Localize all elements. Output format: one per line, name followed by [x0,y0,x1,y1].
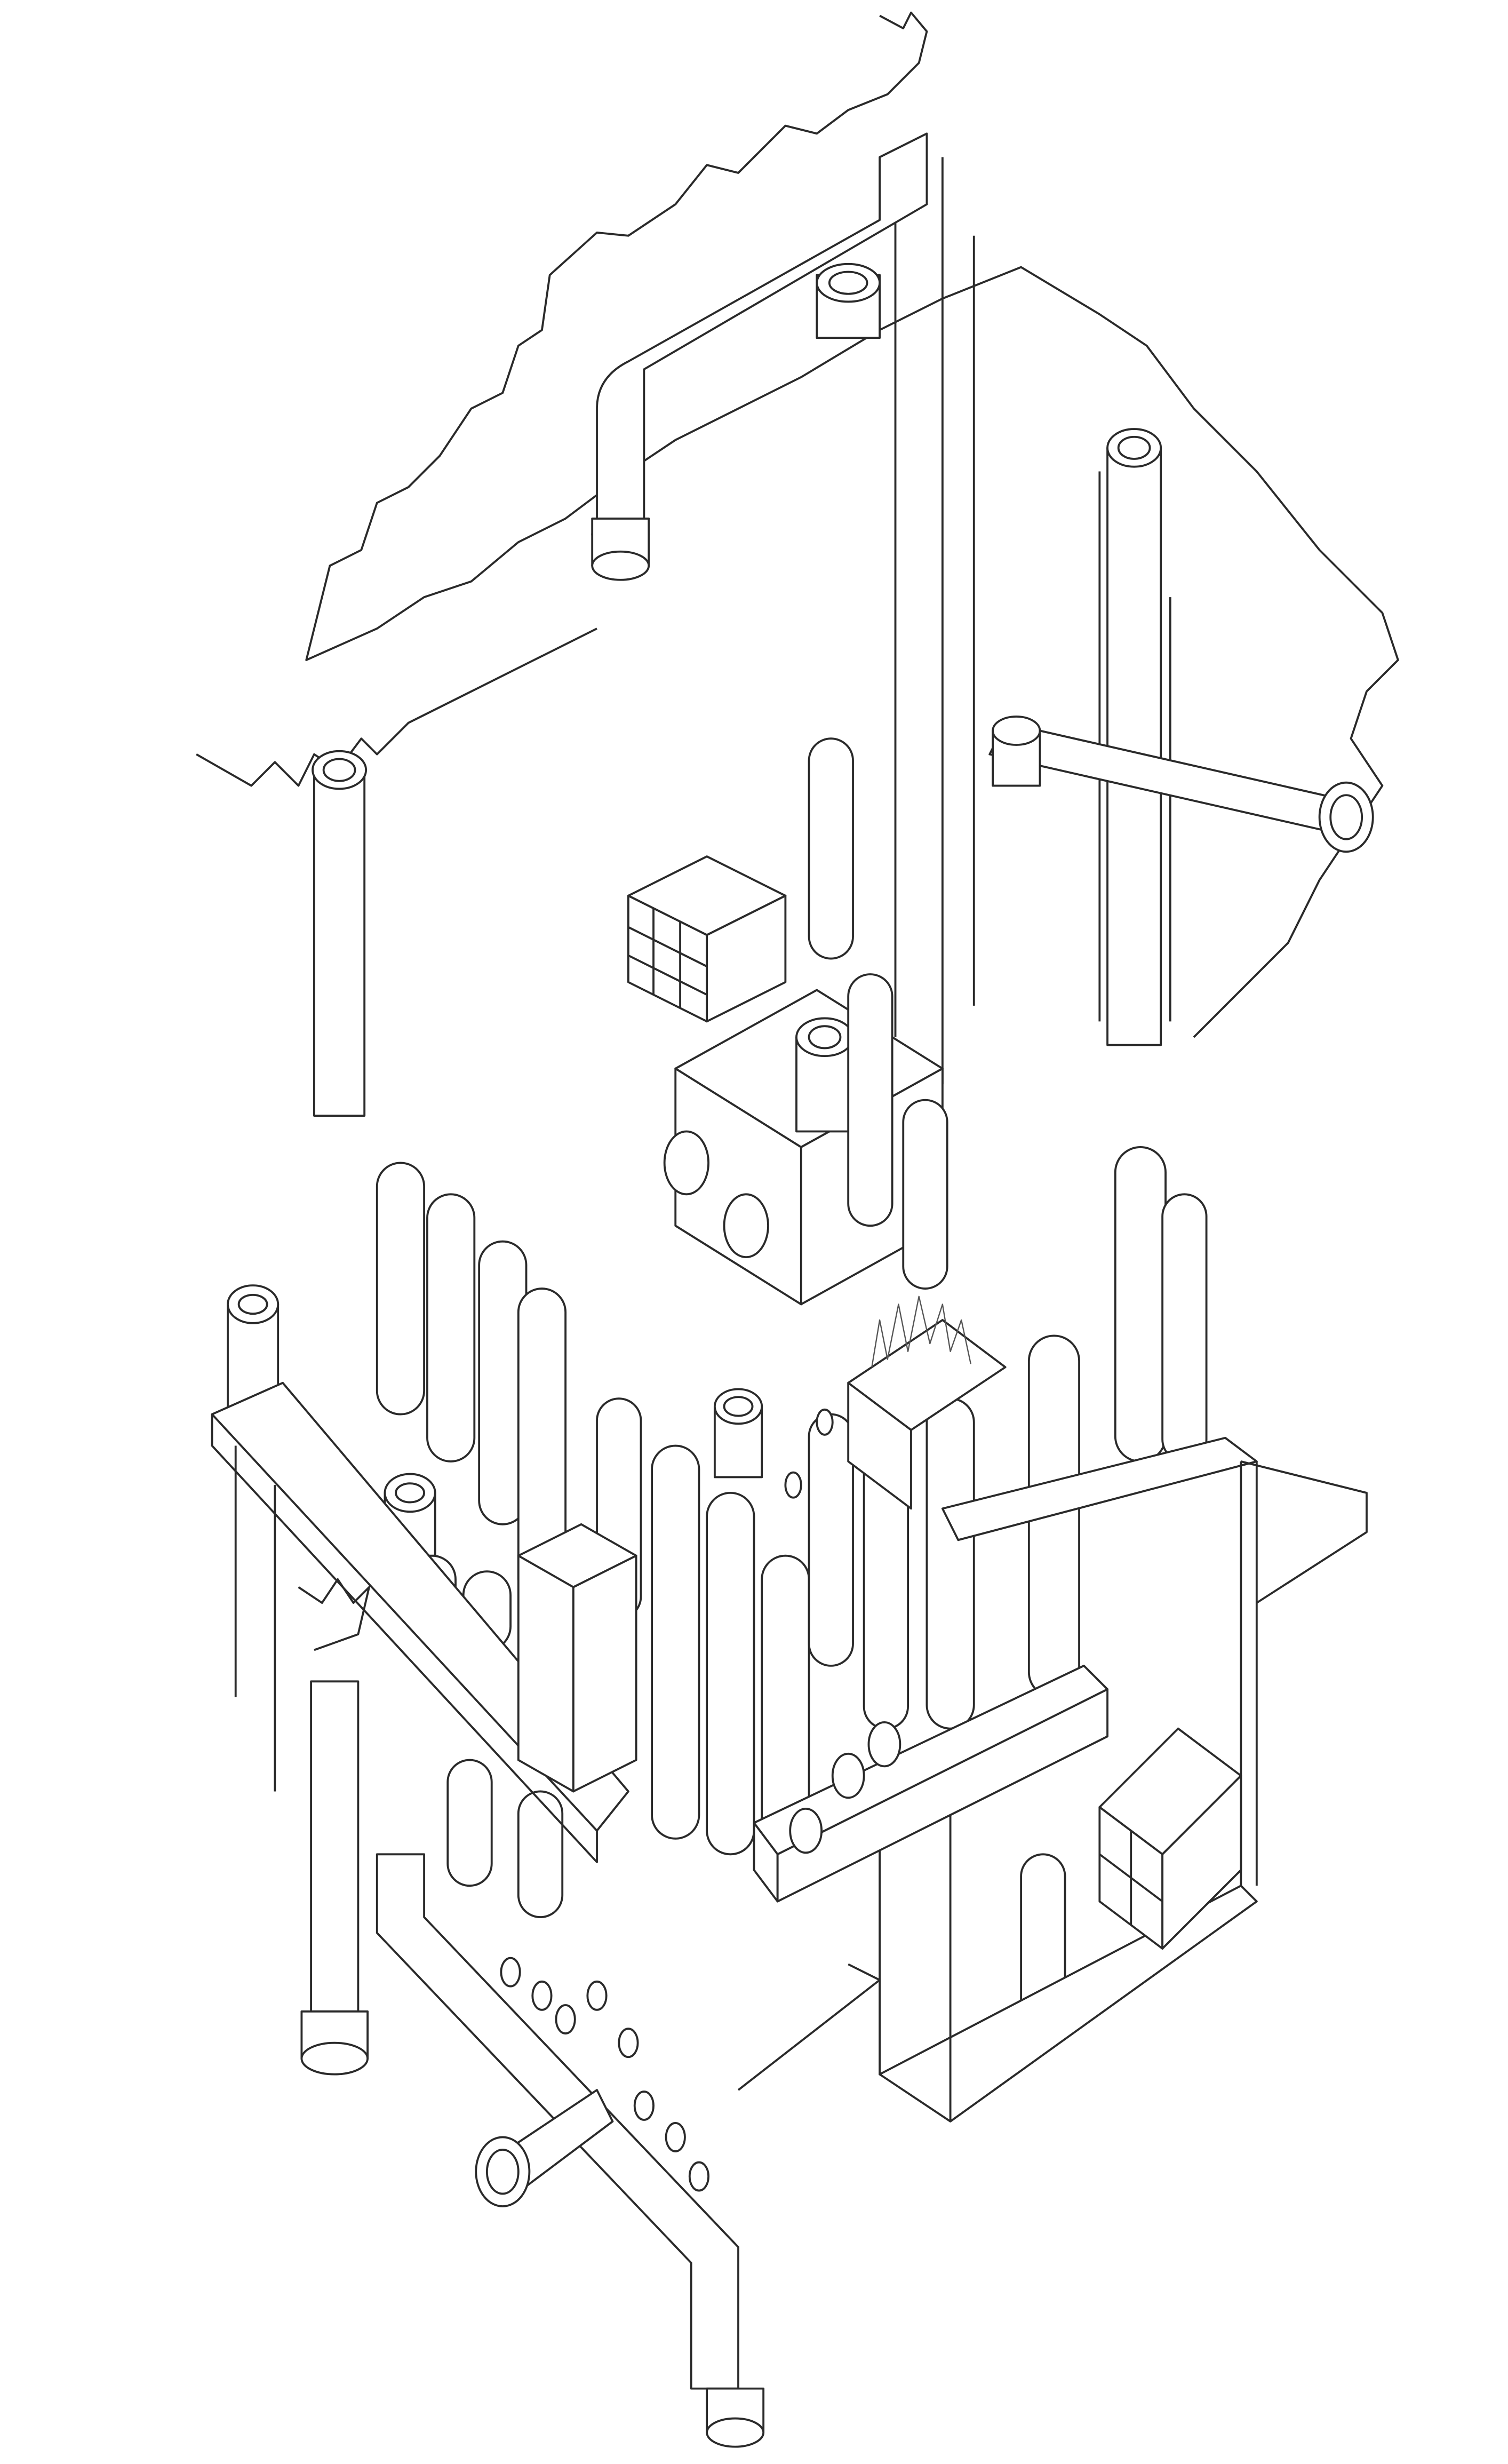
spiky-box [847,1295,1007,1510]
tall-box [517,1523,637,1793]
upper-jagged-plate [196,11,1399,1085]
long-bar [753,1664,1108,1903]
pipe-cap-top [816,263,881,339]
pipe-left-vertical [312,750,368,1117]
crate-stack [1098,1727,1242,1950]
grid-box [627,855,787,1023]
pipe-right-vertical [1106,428,1162,1046]
legs-and-bottom-pipes [300,1408,881,2448]
central-block [663,989,944,1306]
pipe-right-diagonal [988,716,1374,853]
pipe-top-left [591,132,928,581]
